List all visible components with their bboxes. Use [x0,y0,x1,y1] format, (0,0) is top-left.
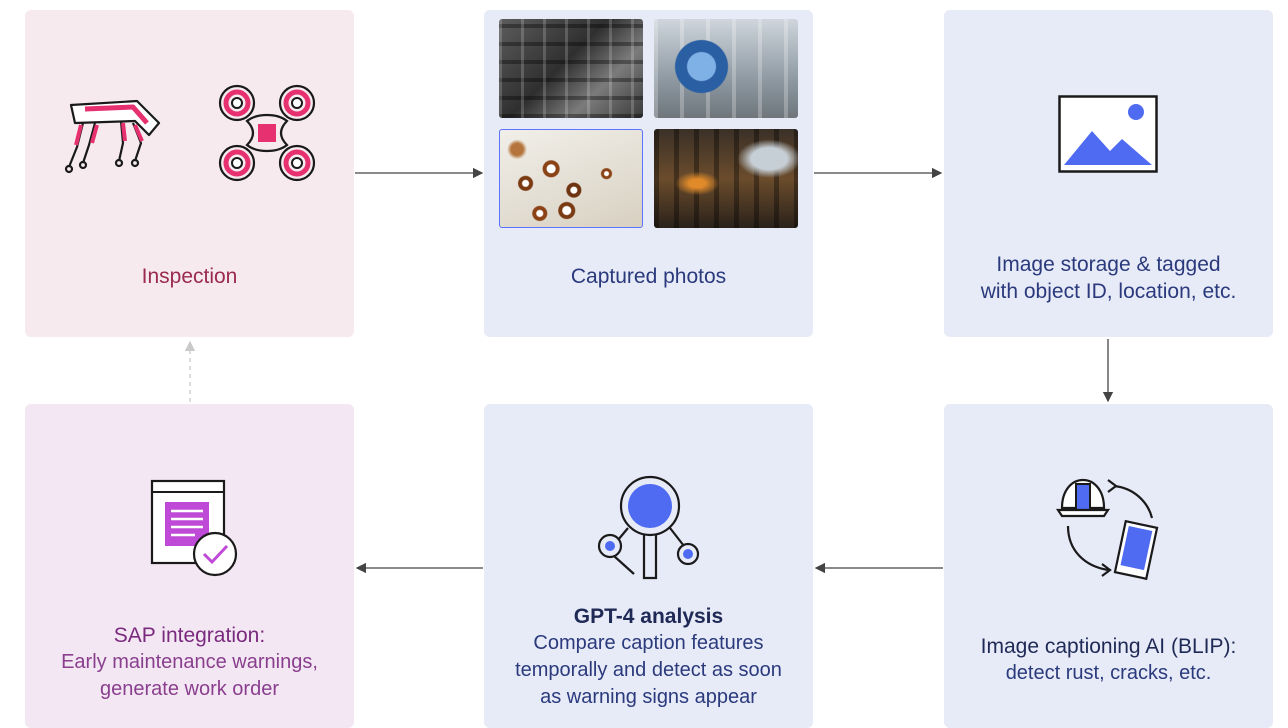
image-icon [1058,95,1158,173]
image-storage-label-line2: with object ID, location, etc. [980,280,1237,303]
turbine-photo [654,19,798,118]
gpt4-analysis-line3: as warning signs appear [540,686,757,708]
sap-integration-line1: Early maintenance warnings, [61,651,318,673]
industrial-pipes-photo [499,19,643,118]
robot-dog-icon [64,99,161,174]
gpt4-analysis-line1: Compare caption features [533,632,764,654]
image-captioning-card: Image captioning AI (BLIP): detect rust,… [944,404,1273,728]
image-storage-card: Image storage & tagged with object ID, l… [944,10,1273,337]
gpt4-analysis-line2: temporally and detect as soon [515,659,782,681]
sap-integration-title: SAP integration: [113,624,266,647]
captured-photos-card: Captured photos [484,10,813,337]
sap-integration-card: SAP integration: Early maintenance warni… [25,404,354,728]
image-captioning-title: Image captioning AI (BLIP): [980,635,1237,658]
magnifier-network-icon [597,475,700,580]
tablet-icon [1113,519,1159,581]
gpt4-analysis-title: GPT-4 analysis [573,605,724,628]
inspection-label: Inspection [141,265,238,288]
gpt4-analysis-desc: Compare caption features temporally and … [484,630,813,711]
document-check-icon [150,479,238,577]
gpt4-analysis-card: GPT-4 analysis Compare caption features … [484,404,813,728]
sap-integration-line2: generate work order [100,678,279,700]
image-storage-label-line1: Image storage & tagged [996,253,1221,276]
inspection-card: Inspection [25,10,354,337]
rust-surface-photo [499,129,643,228]
drone-icon [218,84,316,182]
factory-photo [654,129,798,228]
captured-photos-label: Captured photos [570,265,727,288]
image-captioning-desc: detect rust, cracks, etc. [1005,662,1212,684]
hardhat-icon [1055,478,1111,518]
image-storage-label: Image storage & tagged with object ID, l… [944,251,1273,305]
sap-integration-desc: Early maintenance warnings, generate wor… [25,649,354,703]
cycle-arrows-icon [1066,479,1154,577]
